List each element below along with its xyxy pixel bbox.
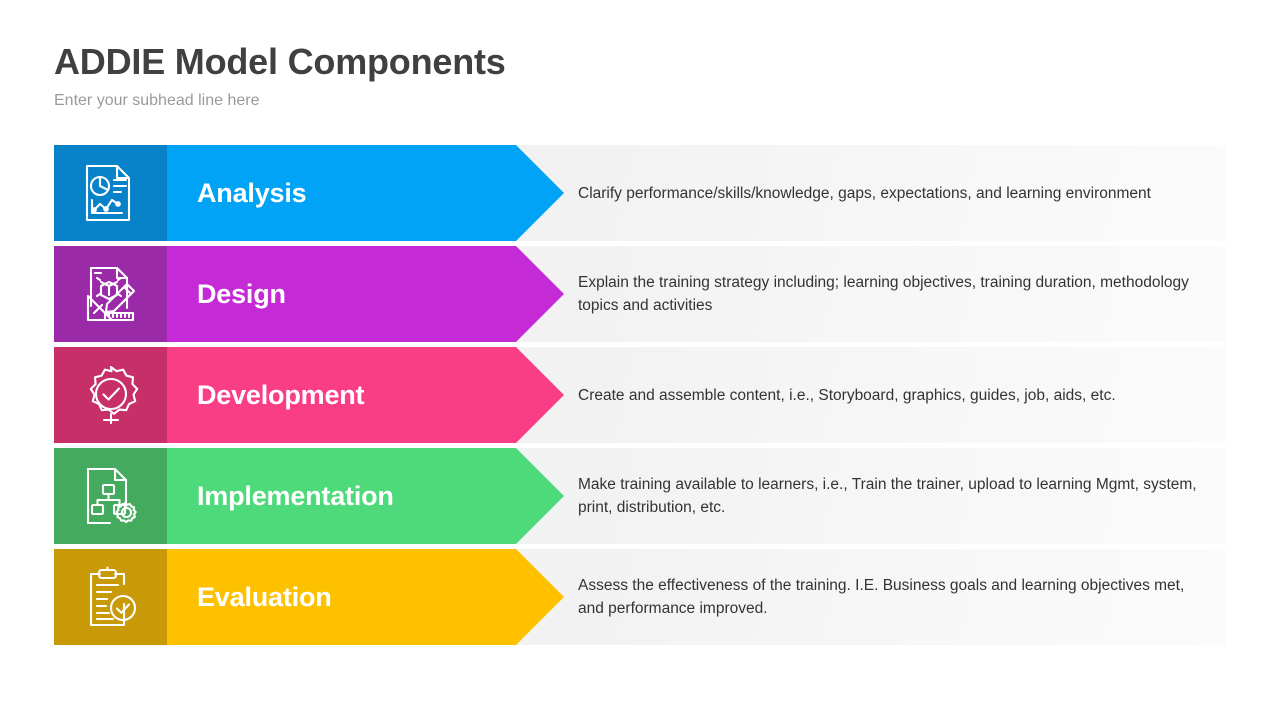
stage-label: Evaluation [197, 581, 332, 612]
stage-description: Explain the training strategy including;… [578, 274, 1189, 314]
stage-description: Assess the effectiveness of the training… [578, 577, 1185, 617]
stage-arrow[interactable]: Analysis [54, 145, 564, 241]
stage-description: Clarify performance/skills/knowledge, ga… [578, 184, 1151, 202]
stage-description: Create and assemble content, i.e., Story… [578, 386, 1116, 404]
addie-row[interactable]: Evaluation Assess the effectiveness of t… [54, 549, 1226, 645]
page-subhead: Enter your subhead line here [54, 92, 260, 109]
clipboard-check-icon [54, 549, 167, 645]
gear-check-icon [54, 347, 167, 443]
addie-row[interactable]: Analysis Clarify performance/skills/know… [54, 145, 1226, 241]
page-title: ADDIE Model Components [54, 41, 506, 82]
stage-label: Implementation [197, 480, 394, 511]
stage-arrow[interactable]: Development [54, 347, 564, 443]
stage-arrow[interactable]: Design [54, 246, 564, 342]
stage-label: Analysis [197, 177, 307, 208]
stage-label: Design [197, 278, 286, 309]
document-chart-icon [54, 145, 167, 241]
stage-label: Development [197, 379, 365, 410]
addie-row[interactable]: Design Explain the training strategy inc… [54, 246, 1226, 342]
header: ADDIE Model Components Enter your subhea… [54, 40, 1154, 112]
stage-arrow[interactable]: Implementation [54, 448, 564, 544]
stage-arrow[interactable]: Evaluation [54, 549, 564, 645]
blueprint-cube-pencil-icon [54, 246, 167, 342]
addie-row[interactable]: Implementation Make training available t… [54, 448, 1226, 544]
stage-description: Make training available to learners, i.e… [578, 476, 1197, 516]
addie-row[interactable]: Development Create and assemble content,… [54, 347, 1226, 443]
document-flowchart-gear-icon [54, 448, 167, 544]
addie-rows-list: Analysis Clarify performance/skills/know… [54, 145, 1226, 645]
